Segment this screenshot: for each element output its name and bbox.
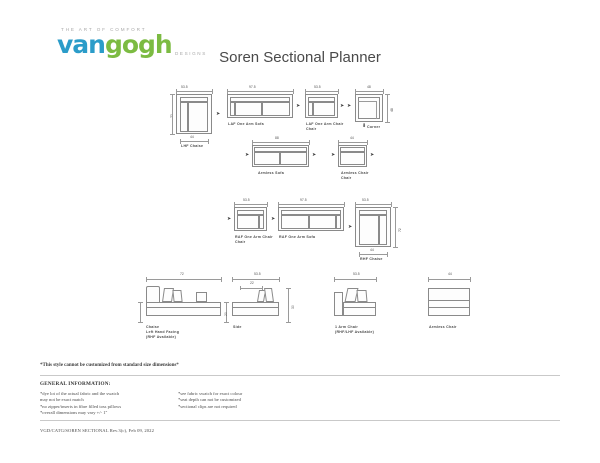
logo-tagline: THE ART OF COMFORT <box>61 27 147 32</box>
note-left-2: may not be exact match <box>40 397 84 403</box>
label-rhf-chaise: RHF Chaise <box>360 257 383 261</box>
page-title: Soren Sectional Planner <box>219 49 381 66</box>
arrow-left-icon-6: ➤ <box>348 224 353 230</box>
dim-side-width2: 22 <box>250 281 254 285</box>
general-information-title: GENERAL INFORMATION: <box>40 381 111 387</box>
arrow-right-icon-5: ➤ <box>370 152 375 158</box>
dim-armless-chair-width: 44 <box>350 136 354 140</box>
divider-bottom <box>40 420 560 421</box>
arrow-left-icon-4: ➤ <box>227 216 232 222</box>
note-left-3: *no zipper/inserts in fibre filled toss … <box>40 403 122 409</box>
document-reference: VGD/CATG/SOREN SECTIONAL Rev.3(c), Feb 0… <box>40 428 154 433</box>
label-laf-one-arm-chair: LAF One Arm Chair <box>306 122 344 126</box>
dim-laf-sofa-width: 97.5 <box>249 85 256 89</box>
arrow-right-icon-3: ➤ <box>340 103 345 109</box>
dim-armless-sofa-width: 88 <box>275 136 279 140</box>
dim-side-height: 20 <box>224 312 228 316</box>
note-right-1: *see fabric swatch for exact colour <box>178 391 243 396</box>
dim-side-width: 53.5 <box>254 272 261 276</box>
arrow-right-icon-1: ➤ <box>216 111 221 117</box>
note-left-4: *overall dimensions may vary +/- 1" <box>40 410 108 416</box>
dim-laf-chair-width: 53.5 <box>314 85 321 89</box>
note-left-1: *dye lot of the actual fabric and the sw… <box>40 391 120 396</box>
dim-raf-chair-width: 53.5 <box>243 198 250 202</box>
arrow-right-icon-4: ➤ <box>312 152 317 158</box>
label-laf-one-arm-sofa: LAF One Arm Sofa <box>228 122 264 126</box>
label-corner: Corner <box>367 125 381 129</box>
general-notes-left: *dye lot of the actual fabric and the sw… <box>40 391 185 417</box>
label-chaise-elevation-2: Left Hand Facing <box>146 330 180 334</box>
logo-gogh-text: gogh <box>104 30 173 59</box>
logo-designs-text: DESIGNS <box>175 51 207 56</box>
label-armless-chair-row2: Armless Chair <box>341 171 369 175</box>
arrow-left-icon-5: ➤ <box>271 216 276 222</box>
arrow-down-icon-1: ⬇ <box>362 123 367 129</box>
label-armless-sofa: Armless Sofa <box>258 171 284 175</box>
arrow-left-icon-2: ➤ <box>245 152 250 158</box>
dim-side-height2: 30 <box>291 305 295 309</box>
note-right-3: *sectional clips are not required <box>178 403 237 409</box>
dim-lhf-chaise-width: 53.5 <box>181 85 188 89</box>
dim-corner-height: 48 <box>390 108 394 112</box>
dim-lhf-chaise-depth: 44 <box>190 135 194 139</box>
arrow-left-icon-1: ➤ <box>347 103 352 109</box>
label-armless-chair-elevation: Armless Chair <box>429 325 457 329</box>
divider-top <box>40 375 560 376</box>
label-side-elevation: Side <box>233 325 242 329</box>
label-raf-one-arm-chair: RAF One Arm Chair <box>235 235 273 239</box>
logo-van-text: van <box>57 30 106 59</box>
dim-rhf-chaise-depth: 44 <box>370 248 374 252</box>
label-one-arm-chair-elevation: 1 Arm Chair <box>335 325 358 329</box>
logo-wordmark: vangogh <box>57 30 173 59</box>
brand-logo: THE ART OF COMFORT vangogh DESIGNS <box>57 27 217 61</box>
dim-corner-width: 48 <box>367 85 371 89</box>
label-lhf-chaise: LHF Chaise <box>181 144 204 148</box>
general-notes-right: *see fabric swatch for exact colour *sea… <box>178 391 338 410</box>
label-chaise-elevation: Chaise <box>146 325 160 329</box>
dim-one-arm-chair-width: 53.5 <box>353 272 360 276</box>
dim-raf-sofa-width: 97.5 <box>300 198 307 202</box>
label-one-arm-chair-elevation-2: (RHF/LHF Available) <box>335 330 375 334</box>
label-raf-one-arm-sofa: RAF One Arm Sofa <box>279 235 316 239</box>
dim-armless-chair-elev-width: 44 <box>448 272 452 276</box>
arrow-left-icon-3: ➤ <box>331 152 336 158</box>
dim-rhf-chaise-height: 72 <box>398 228 402 232</box>
dim-rhf-chaise-width: 53.5 <box>362 198 369 202</box>
arrow-right-icon-2: ➤ <box>296 103 301 109</box>
customization-note: *This style cannot be customized from st… <box>40 363 179 368</box>
label-chaise-elevation-3: (RHF Available) <box>146 335 177 339</box>
dim-chaise-elev-width: 72 <box>180 272 184 276</box>
note-right-2: *seat depth can not be customized <box>178 397 241 403</box>
